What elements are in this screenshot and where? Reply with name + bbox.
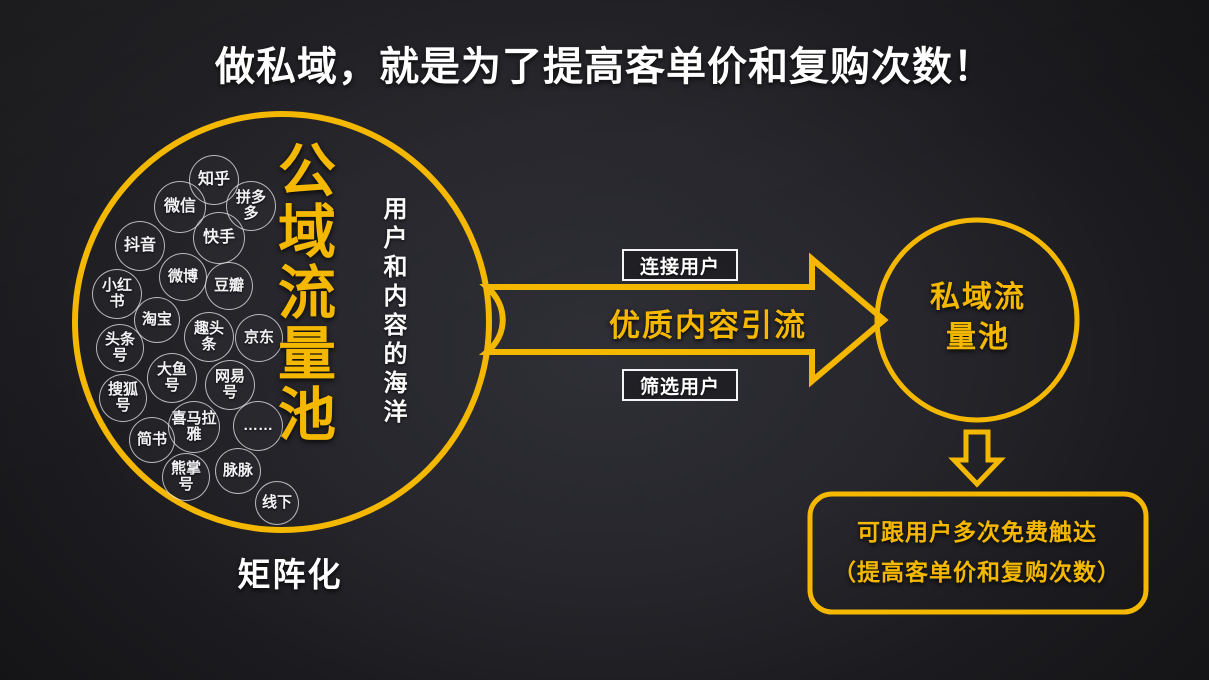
platform-bubble: 京东 (235, 314, 283, 362)
private-pool-circle (874, 217, 1080, 423)
flow-arrow-label: 优质内容引流 (609, 308, 807, 343)
platform-bubble: 快手 (193, 212, 245, 264)
platform-bubble: 微博 (159, 253, 207, 301)
matrix-caption: 矩阵化 (237, 556, 343, 593)
platform-bubble: 大鱼号 (147, 353, 197, 403)
flow-arrow (478, 252, 889, 388)
platform-bubble: 淘宝 (134, 297, 180, 343)
public-pool-circle (72, 111, 492, 533)
platform-bubble: 拼多多 (226, 181, 276, 231)
public-pool-title: 公域流量池 (269, 140, 334, 445)
platform-bubble: 豆瓣 (205, 262, 253, 310)
callout-line2: （提高客单价和复购次数） (833, 559, 1121, 586)
callout-line1: 可跟用户多次免费触达 (857, 519, 1097, 545)
platform-bubble: 搜狐号 (99, 374, 147, 422)
platform-bubble: 喜马拉雅 (168, 401, 220, 453)
private-pool-label: 私域流 量池 (890, 278, 1066, 357)
platform-bubble: 抖音 (115, 221, 165, 271)
platform-bubble: 简书 (129, 417, 175, 463)
tag-connect-users: 连接用户 (622, 249, 738, 281)
platform-bubble: 小红书 (92, 269, 142, 319)
tag-filter-users: 筛选用户 (622, 369, 738, 401)
callout-text: 可跟用户多次免费触达 （提高客单价和复购次数） (812, 512, 1142, 593)
platform-bubble: 头条号 (96, 324, 144, 372)
private-pool-label-line2: 量池 (946, 320, 1010, 354)
platform-bubble: …… (233, 401, 283, 451)
platform-bubble: 线下 (255, 481, 299, 525)
private-pool-label-line1: 私域流 (930, 281, 1026, 314)
platform-bubble: 趣头条 (184, 312, 234, 362)
down-arrow-icon (948, 429, 1006, 488)
callout-box (807, 491, 1149, 615)
platform-bubble: 微信 (154, 181, 206, 233)
platform-bubble: 熊掌号 (162, 453, 210, 501)
platform-bubble: 知乎 (189, 155, 239, 205)
ocean-caption: 用户和内容的海洋 (379, 196, 406, 428)
platform-bubble: 脉脉 (215, 448, 261, 494)
platform-bubble: 网易号 (205, 360, 255, 410)
page-title: 做私域，就是为了提高客单价和复购次数！ (215, 45, 994, 89)
